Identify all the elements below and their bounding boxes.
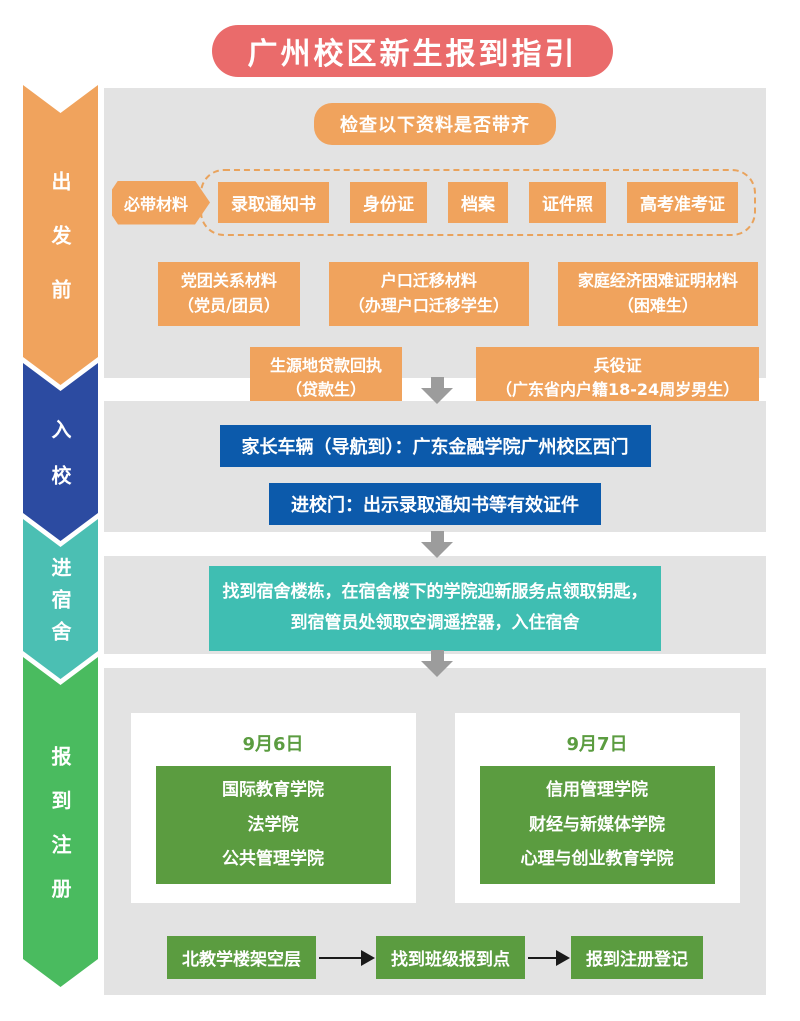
material-name: 户口迁移材料: [380, 271, 477, 290]
down-arrow-icon: [421, 377, 453, 404]
registration-day-cards: 9月6日 国际教育学院 法学院 公共管理学院 9月7日 信用管理学院 财经与新媒…: [104, 713, 766, 903]
checklist-heading: 检查以下资料是否带齐: [314, 103, 556, 145]
must-bring-item: 身份证: [350, 182, 427, 223]
down-arrow-icon: [421, 650, 453, 677]
flow-step: 找到班级报到点: [376, 936, 525, 979]
material-note: （广东省内户籍18-24周岁男生）: [496, 380, 740, 400]
college-name: 信用管理学院: [546, 779, 648, 800]
day-card-sep6: 9月6日 国际教育学院 法学院 公共管理学院: [130, 713, 416, 903]
must-bring-row: 必带材料 录取通知书 身份证 档案 证件照 高考准考证: [112, 169, 756, 236]
vehicle-instruction: 家长车辆（导航到）：广东金融学院广州校区西门: [219, 425, 651, 467]
stage-chevron-register: 报到注册: [23, 657, 98, 987]
college-name: 国际教育学院: [222, 779, 324, 800]
dorm-instruction-line2: 到宿管员处领取空调遥控器，入住宿舍: [290, 613, 580, 634]
section-enter-dorm: 找到宿舍楼栋，在宿舍楼下的学院迎新服务点领取钥匙， 到宿管员处领取空调遥控器，入…: [104, 556, 766, 654]
must-bring-item: 录取通知书: [218, 182, 329, 223]
right-arrow-icon: [319, 949, 375, 966]
material-note: （困难生）: [617, 295, 698, 315]
must-bring-group: 录取通知书 身份证 档案 证件照 高考准考证: [200, 169, 756, 236]
college-name: 财经与新媒体学院: [529, 814, 665, 835]
material-name: 家庭经济困难证明材料: [577, 271, 738, 290]
material-name: 党团关系材料: [180, 271, 277, 290]
material-note: （党员/团员）: [178, 295, 280, 315]
college-list: 信用管理学院 财经与新媒体学院 心理与创业教育学院: [479, 766, 715, 884]
day-card-sep7: 9月7日 信用管理学院 财经与新媒体学院 心理与创业教育学院: [454, 713, 740, 903]
stage-label-register: 报到注册: [48, 746, 72, 922]
material-name: 兵役证: [593, 355, 642, 375]
stage-chevron-enter-dorm: 进宿舍: [23, 519, 98, 679]
conditional-materials-row-2: 生源地贷款回执 （贷款生） 兵役证 （广东省内户籍18-24周岁男生）: [250, 346, 766, 411]
must-bring-item: 高考准考证: [627, 182, 738, 223]
section-enter-campus: 家长车辆（导航到）：广东金融学院广州校区西门 进校门：出示录取通知书等有效证件: [104, 401, 766, 532]
date-label: 9月6日: [242, 734, 304, 755]
section-register: 9月6日 国际教育学院 法学院 公共管理学院 9月7日 信用管理学院 财经与新媒…: [104, 668, 766, 995]
stage-label-enter-dorm: 进宿舍: [48, 557, 72, 653]
section-before-departure: 检查以下资料是否带齐 必带材料 录取通知书 身份证 档案 证件照 高考准考证 党…: [104, 88, 766, 411]
material-card: 生源地贷款回执 （贷款生）: [250, 346, 403, 411]
down-arrow-icon: [421, 531, 453, 558]
dorm-instruction: 找到宿舍楼栋，在宿舍楼下的学院迎新服务点领取钥匙， 到宿管员处领取空调遥控器，入…: [209, 566, 661, 651]
registration-flow: 北教学楼架空层 找到班级报到点 报到注册登记: [104, 936, 766, 979]
gate-instruction: 进校门：出示录取通知书等有效证件: [269, 483, 601, 525]
stage-label-before-departure: 出发前: [48, 171, 72, 333]
college-name: 法学院: [247, 814, 299, 835]
must-bring-item: 档案: [448, 182, 508, 223]
stage-label-enter-campus: 入校: [48, 419, 72, 511]
conditional-materials-row-1: 党团关系材料 （党员/团员） 户口迁移材料 （办理户口迁移学生） 家庭经济困难证…: [158, 262, 766, 326]
material-card: 兵役证 （广东省内户籍18-24周岁男生）: [476, 346, 760, 411]
dorm-instruction-line1: 找到宿舍楼栋，在宿舍楼下的学院迎新服务点领取钥匙，: [222, 582, 648, 602]
college-name: 心理与创业教育学院: [520, 849, 674, 870]
material-card: 户口迁移材料 （办理户口迁移学生）: [328, 262, 529, 326]
stage-chevron-enter-campus: 入校: [23, 363, 98, 541]
date-label: 9月7日: [566, 734, 628, 755]
right-arrow-icon: [528, 949, 570, 966]
material-name: 生源地贷款回执: [270, 355, 383, 375]
material-note: （贷款生）: [286, 380, 367, 400]
material-note: （办理户口迁移学生）: [348, 295, 509, 315]
college-name: 公共管理学院: [222, 849, 324, 870]
flow-step: 北教学楼架空层: [167, 936, 316, 979]
stage-chevron-before-departure: 出发前: [23, 85, 98, 385]
must-bring-tag: 必带材料: [112, 181, 210, 225]
college-list: 国际教育学院 法学院 公共管理学院: [155, 766, 391, 884]
must-bring-item: 证件照: [529, 182, 606, 223]
flow-step: 报到注册登记: [571, 936, 703, 979]
page-title: 广州校区新生报到指引: [212, 25, 613, 77]
material-card: 党团关系材料 （党员/团员）: [158, 262, 300, 326]
material-card: 家庭经济困难证明材料 （困难生）: [557, 262, 758, 326]
